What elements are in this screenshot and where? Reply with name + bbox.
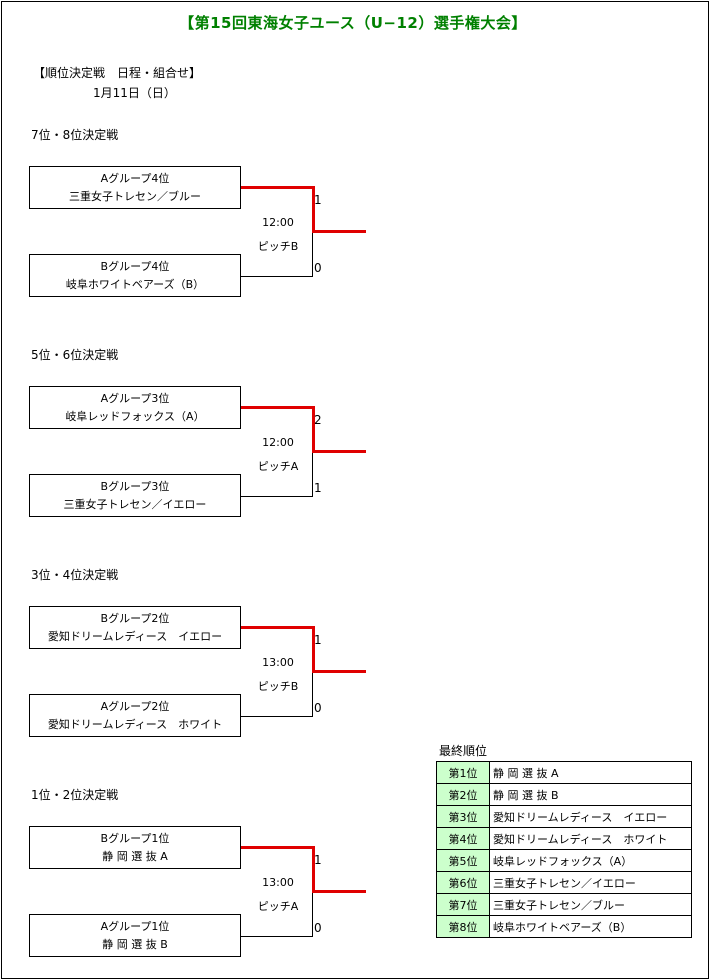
ranking-row: 第2位静 岡 選 抜 B: [436, 783, 692, 806]
ranking-team: 静 岡 選 抜 A: [489, 761, 692, 784]
team-box-bottom: Bグループ3位三重女子トレセン／イエロー: [29, 474, 241, 517]
ranking-row: 第7位三重女子トレセン／ブルー: [436, 893, 692, 916]
ranking-place: 第7位: [436, 893, 490, 916]
ranking-team: 三重女子トレセン／ブルー: [489, 893, 692, 916]
team-group: Bグループ3位: [100, 480, 170, 493]
bracket-line-top-vertical: [312, 626, 315, 672]
bracket-line-bottom: [241, 716, 313, 717]
ranking-place: 第2位: [436, 783, 490, 806]
team-group: Bグループ1位: [100, 832, 170, 845]
ranking-place: 第6位: [436, 871, 490, 894]
ranking-place: 第1位: [436, 761, 490, 784]
team-name: 岐阜ホワイトベアーズ（B）: [65, 278, 205, 291]
match-heading: 1位・2位決定戦: [31, 788, 119, 802]
team-name: 三重女子トレセン／ブルー: [69, 190, 201, 203]
team-group: Aグループ3位: [100, 392, 170, 405]
match-pitch: ピッチA: [257, 460, 299, 473]
match-date: 1月11日（日）: [93, 86, 176, 100]
score-top: 1: [314, 853, 322, 867]
match-heading: 7位・8位決定戦: [31, 128, 119, 142]
ranking-row: 第8位岐阜ホワイトベアーズ（B）: [436, 915, 692, 938]
team-group: Aグループ1位: [100, 920, 170, 933]
match-time: 12:00: [262, 436, 294, 449]
bracket-line-bottom: [241, 276, 313, 277]
team-box-top: Aグループ4位三重女子トレセン／ブルー: [29, 166, 241, 209]
ranking-row: 第5位岐阜レッドフォックス（A）: [436, 849, 692, 872]
ranking-row: 第3位愛知ドリームレディース イエロー: [436, 805, 692, 828]
match-time: 13:00: [262, 656, 294, 669]
page-subtitle: 【順位決定戦 日程・組合せ】: [33, 66, 202, 80]
score-bottom: 0: [314, 261, 322, 275]
match-time: 12:00: [262, 216, 294, 229]
score-bottom: 1: [314, 481, 322, 495]
team-name: 愛知ドリームレディース ホワイト: [47, 718, 223, 731]
ranking-place: 第8位: [436, 915, 490, 938]
match-heading: 5位・6位決定戦: [31, 348, 119, 362]
bracket-line-bottom-vertical: [312, 232, 313, 277]
ranking-team: 愛知ドリームレディース ホワイト: [489, 827, 692, 850]
ranking-team: 岐阜レッドフォックス（A）: [489, 849, 692, 872]
match-time: 13:00: [262, 876, 294, 889]
team-box-top: Aグループ3位岐阜レッドフォックス（A）: [29, 386, 241, 429]
team-box-bottom: Aグループ2位愛知ドリームレディース ホワイト: [29, 694, 241, 737]
score-top: 2: [314, 413, 322, 427]
bracket-line-bottom-vertical: [312, 672, 313, 717]
team-name: 三重女子トレセン／イエロー: [63, 498, 207, 511]
bracket-line-top: [241, 626, 313, 629]
score-bottom: 0: [314, 921, 322, 935]
team-box-top: Bグループ1位静 岡 選 抜 A: [29, 826, 241, 869]
page-title: 【第15回東海女子ユース（U−12）選手権大会】: [179, 14, 527, 32]
score-top: 1: [314, 633, 322, 647]
team-group: Bグループ2位: [100, 612, 170, 625]
bracket-line-bottom-vertical: [312, 892, 313, 937]
bracket-line-top-vertical: [312, 186, 315, 232]
final-ranking-title: 最終順位: [439, 744, 488, 758]
score-top: 1: [314, 193, 322, 207]
bracket-line-bottom: [241, 936, 313, 937]
score-bottom: 0: [314, 701, 322, 715]
bracket-line-top: [241, 406, 313, 409]
ranking-place: 第5位: [436, 849, 490, 872]
ranking-place: 第3位: [436, 805, 490, 828]
bracket-line-winner: [312, 230, 366, 233]
ranking-team: 静 岡 選 抜 B: [489, 783, 692, 806]
bracket-line-top-vertical: [312, 406, 315, 452]
match-pitch: ピッチB: [257, 240, 299, 253]
team-group: Aグループ2位: [100, 700, 170, 713]
bracket-line-bottom-vertical: [312, 452, 313, 497]
bracket-line-top-vertical: [312, 846, 315, 892]
team-box-bottom: Aグループ1位静 岡 選 抜 B: [29, 914, 241, 957]
bracket-line-winner: [312, 670, 366, 673]
bracket-line-bottom: [241, 496, 313, 497]
ranking-team: 三重女子トレセン／イエロー: [489, 871, 692, 894]
bracket-line-winner: [312, 450, 366, 453]
bracket-line-top: [241, 846, 313, 849]
ranking-row: 第6位三重女子トレセン／イエロー: [436, 871, 692, 894]
ranking-row: 第4位愛知ドリームレディース ホワイト: [436, 827, 692, 850]
team-group: Aグループ4位: [100, 172, 170, 185]
ranking-team: 岐阜ホワイトベアーズ（B）: [489, 915, 692, 938]
ranking-team: 愛知ドリームレディース イエロー: [489, 805, 692, 828]
team-name: 静 岡 選 抜 B: [102, 938, 168, 951]
team-name: 静 岡 選 抜 A: [102, 850, 168, 863]
bracket-line-top: [241, 186, 313, 189]
team-name: 愛知ドリームレディース イエロー: [47, 630, 223, 643]
bracket-line-winner: [312, 890, 366, 893]
match-heading: 3位・4位決定戦: [31, 568, 119, 582]
match-pitch: ピッチA: [257, 900, 299, 913]
ranking-place: 第4位: [436, 827, 490, 850]
team-group: Bグループ4位: [100, 260, 170, 273]
team-box-top: Bグループ2位愛知ドリームレディース イエロー: [29, 606, 241, 649]
ranking-row: 第1位静 岡 選 抜 A: [436, 761, 692, 784]
match-pitch: ピッチB: [257, 680, 299, 693]
team-name: 岐阜レッドフォックス（A）: [65, 410, 205, 423]
team-box-bottom: Bグループ4位岐阜ホワイトベアーズ（B）: [29, 254, 241, 297]
